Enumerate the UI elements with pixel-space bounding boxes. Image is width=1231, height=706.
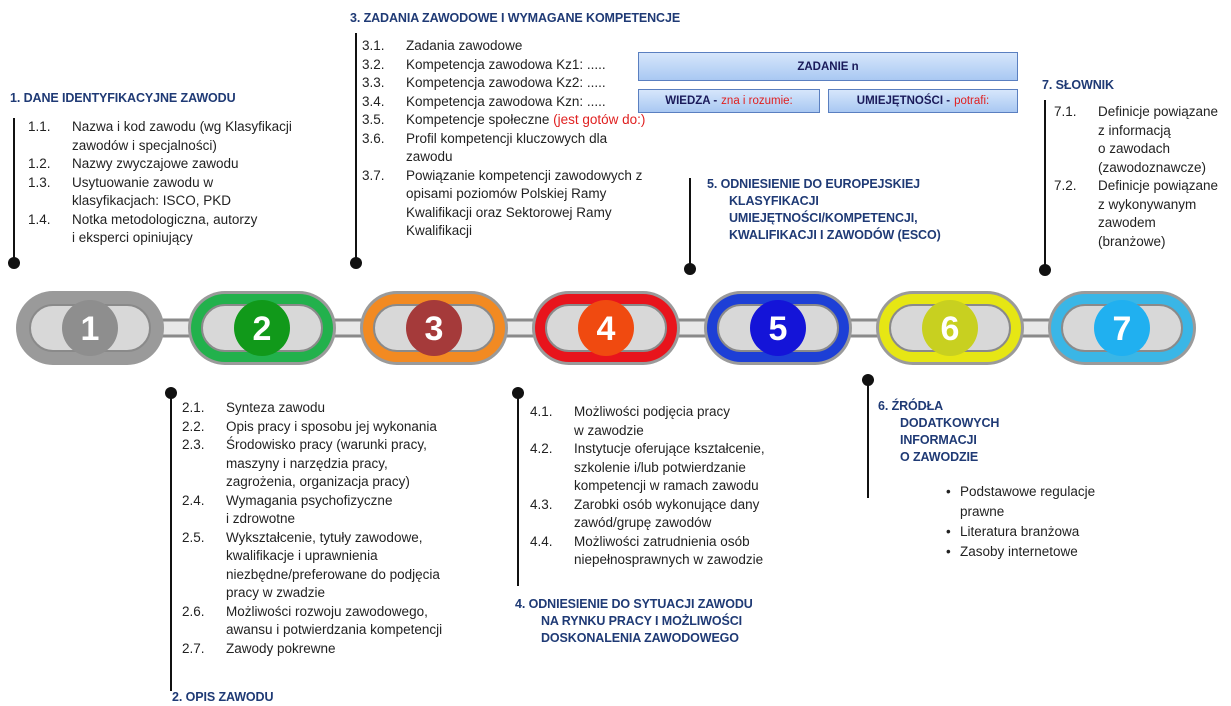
chain-number-circle	[922, 300, 978, 356]
chain-number-label: 7	[1113, 310, 1132, 348]
section-7-title: 7. SŁOWNIK	[1042, 78, 1114, 92]
list-item: Zasoby internetowe	[946, 542, 1146, 562]
list-item: 3.4.Kompetencja zawodowa Kzn: .....	[362, 93, 606, 109]
chain-number-label: 4	[597, 310, 616, 348]
chain-link-7: 7	[1048, 291, 1196, 365]
section-4-connector	[517, 393, 519, 586]
section-5-connector	[689, 178, 691, 266]
section-3-title: 3. ZADANIA ZAWODOWE I WYMAGANE KOMPETENC…	[350, 11, 681, 25]
section-3-dot	[350, 257, 362, 269]
section-1-title: 1. DANE IDENTYFIKACYJNE ZAWODU	[10, 91, 236, 105]
chain-link-3: 3	[360, 291, 508, 365]
chain-number-label: 3	[425, 310, 444, 348]
chain-number-label: 1	[81, 310, 100, 348]
knowledge-box: WIEDZA -zna i rozumie:	[638, 89, 820, 113]
list-item: 2.2.Opis pracy i sposobu jej wykonania	[182, 418, 437, 434]
section-3-list: 3.1.Zadania zawodowe 3.2.Kompetencja zaw…	[362, 37, 692, 241]
chain-number-circle	[234, 300, 290, 356]
chain-diagram: 1 2 3 4 5 6 7	[16, 291, 1196, 365]
chain-link-1: 1	[16, 291, 164, 365]
chain-number-circle	[1094, 300, 1150, 356]
chain-number-circle	[62, 300, 118, 356]
chain-link-4: 4	[532, 291, 680, 365]
section-2-connector	[170, 393, 172, 691]
list-item: 2.3.Środowisko pracy (warunki pracy,masz…	[182, 437, 427, 489]
section-1-connector	[13, 118, 15, 263]
list-item: 2.5.Wykształcenie, tytuły zawodowe,kwali…	[182, 529, 440, 601]
chain-link-5: 5	[704, 291, 852, 365]
chain-number-label: 5	[769, 310, 788, 348]
section-5-title: 5. ODNIESIENIE DO EUROPEJSKIEJ KLASYFIKA…	[707, 177, 941, 242]
section-6-title: 6. ŹRÓDŁA DODATKOWYCH INFORMACJI O ZAWOD…	[878, 399, 1000, 464]
section-1-dot	[8, 257, 20, 269]
chain-number-label: 2	[253, 310, 272, 348]
section-7-connector	[1044, 100, 1046, 268]
chain-link-2: 2	[188, 291, 336, 365]
task-box-title: ZADANIE n	[638, 52, 1018, 81]
section-2-title: 2. OPIS ZAWODU	[172, 690, 274, 704]
list-item: Literatura branżowa	[946, 522, 1146, 542]
chain-number-circle	[406, 300, 462, 356]
chain-number-circle	[578, 300, 634, 356]
section-3-connector	[355, 33, 357, 261]
list-item: 4.2.Instytucje oferujące kształcenie,szk…	[530, 441, 765, 493]
chain-number-circle	[750, 300, 806, 356]
chain-number-label: 6	[941, 310, 960, 348]
section-7-dot	[1039, 264, 1051, 276]
list-item: 3.3.Kompetencja zawodowa Kz2: .....	[362, 75, 606, 90]
list-item: 3.5.Kompetencje społeczne (jest gotów do…	[362, 112, 646, 127]
list-item: 3.1.Zadania zawodowe	[362, 38, 523, 53]
list-item: 2.7.Zawody pokrewne	[182, 640, 336, 656]
section-6-connector	[867, 380, 869, 498]
list-item: 2.6.Możliwości rozwoju zawodowego,awansu…	[182, 603, 443, 638]
skills-box: UMIEJĘTNOŚCI -potrafi:	[828, 89, 1018, 113]
chain-link-6: 6	[876, 291, 1024, 365]
section-5-dot	[684, 263, 696, 275]
list-item: 3.2.Kompetencja zawodowa Kz1: .....	[362, 56, 606, 72]
section-4-title: 4. ODNIESIENIE DO SYTUACJI ZAWODU NA RYN…	[515, 597, 753, 645]
list-item: 2.1.Synteza zawodu	[182, 400, 326, 415]
section-2-list: 2.1.Synteza zawodu 2.2.Opis pracy i spos…	[182, 399, 512, 658]
list-item: 1.2.Nazwy zwyczajowe zawodu	[28, 156, 239, 171]
